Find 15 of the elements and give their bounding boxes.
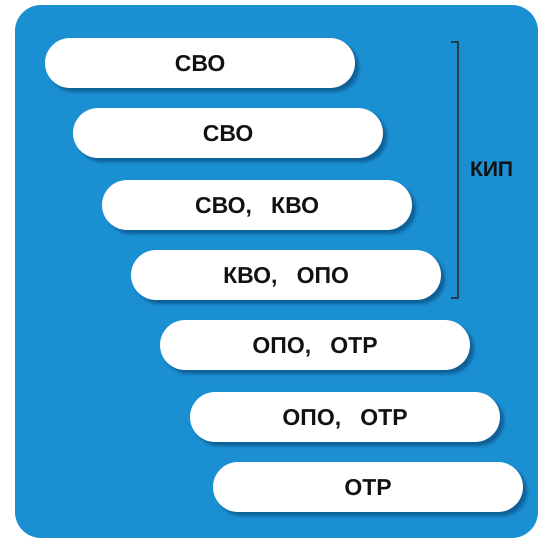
pill-text: СВО, КВО (194, 192, 320, 218)
pill-text: ОПО, ОТР (282, 404, 408, 430)
label-pill (160, 320, 470, 370)
bracket-label: КИП (470, 158, 514, 182)
pill-text: КВО, ОПО (223, 262, 349, 288)
label-pill (190, 392, 500, 442)
pill-text: СВО (202, 120, 254, 146)
label-pill (45, 38, 355, 88)
pill-text: СВО (174, 50, 226, 76)
pill-text: ОПО, ОТР (252, 332, 378, 358)
label-pill (73, 108, 383, 158)
pill-text: ОТР (344, 474, 392, 500)
label-pill (213, 462, 523, 512)
label-pill (131, 250, 441, 300)
label-pill (102, 180, 412, 230)
